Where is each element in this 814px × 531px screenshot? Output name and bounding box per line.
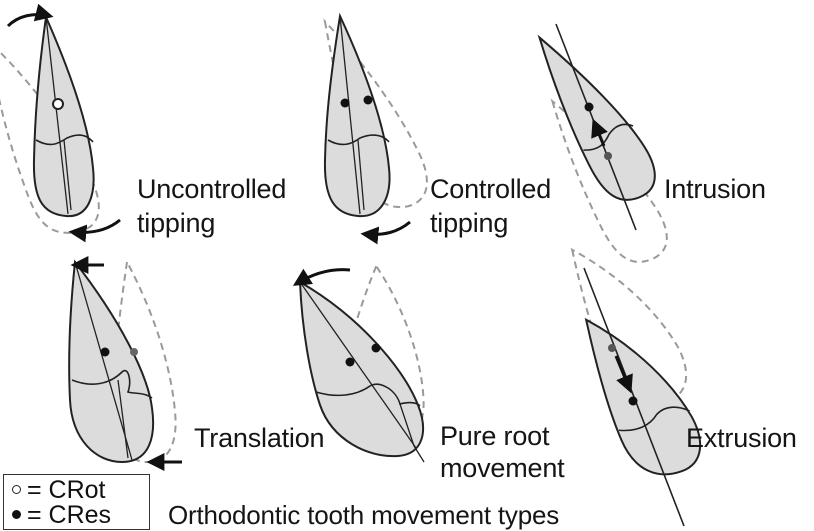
legend-crot: = CRot	[12, 477, 106, 503]
cres-marker	[346, 358, 355, 367]
movement-arrow	[8, 14, 50, 26]
movement-arrow	[364, 222, 410, 235]
legend: = CRot = CRes	[3, 474, 150, 530]
panel-controlled-tipping	[309, 6, 436, 234]
label-uncontrolled-tipping-line2: tipping	[137, 208, 215, 239]
cres-marker	[585, 103, 594, 112]
open-circle-icon	[12, 485, 21, 494]
label-controlled-tipping-line2: tipping	[430, 208, 508, 239]
tooth	[578, 297, 709, 487]
cres-marker	[372, 344, 381, 353]
label-controlled-tipping-line1: Controlled	[430, 174, 551, 205]
panel-translation	[69, 262, 182, 462]
legend-cres: = CRes	[12, 502, 111, 528]
label-intrusion: Intrusion	[664, 174, 766, 205]
crot-marker	[53, 99, 63, 109]
cres-marker	[341, 99, 350, 108]
label-pure-root-movement-line1: Pure root	[440, 421, 549, 452]
cres-marker	[629, 397, 638, 406]
cres-marker	[604, 152, 612, 160]
tooth	[69, 262, 153, 462]
legend-cres-label: = CRes	[27, 501, 111, 529]
legend-crot-label: = CRot	[27, 476, 106, 504]
diagram-caption: Orthodontic tooth movement types	[168, 500, 559, 531]
cres-marker	[130, 348, 138, 356]
cres-marker	[608, 344, 616, 352]
panel-uncontrolled-tipping	[0, 14, 120, 244]
filled-circle-icon	[12, 510, 21, 519]
label-translation: Translation	[194, 423, 324, 454]
label-extrusion: Extrusion	[686, 423, 797, 454]
movement-arrow	[296, 270, 350, 284]
label-pure-root-movement-line2: movement	[440, 453, 564, 484]
cres-marker	[101, 348, 110, 357]
cres-marker	[364, 96, 373, 105]
tooth	[325, 16, 390, 216]
label-uncontrolled-tipping-line1: Uncontrolled	[137, 174, 286, 205]
panel-intrusion	[525, 18, 676, 273]
tooth	[34, 17, 94, 216]
panel-extrusion	[564, 227, 709, 526]
root-extension	[414, 446, 424, 462]
